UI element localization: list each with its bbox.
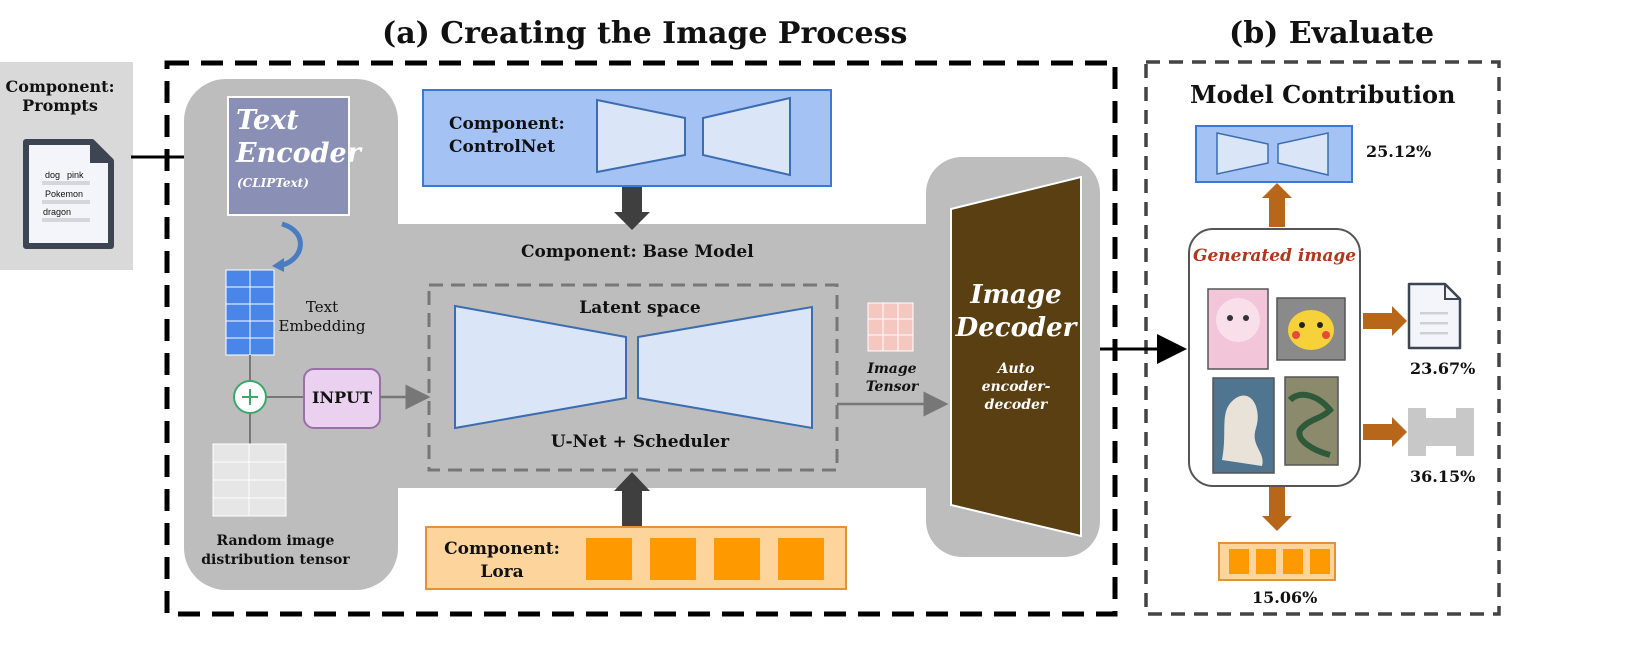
title-creating-image-process: (a) Creating the Image Process <box>382 16 908 51</box>
creating-process-border <box>164 60 1118 617</box>
unet-encoder-shape <box>454 304 627 430</box>
controlnet-label: Component: ControlNet <box>449 114 565 157</box>
random-tensor-grid <box>212 443 287 517</box>
text-encoder-subtitle: (CLIPText) <box>237 176 309 190</box>
pct-prompts: 23.67% <box>1410 359 1476 378</box>
text-embedding-grid <box>225 269 275 356</box>
lora-block <box>714 538 760 580</box>
image-decoder-shape <box>950 175 1082 538</box>
generated-image-label: Generated image <box>1192 246 1357 266</box>
unet-label: U-Net + Scheduler <box>550 432 730 452</box>
prompt-word: dragon <box>43 207 72 217</box>
arrow-lora-up <box>614 472 650 491</box>
base-model-label: Component: Base Model <box>521 242 754 262</box>
lora-block <box>650 538 696 580</box>
arrow-right-base <box>1392 417 1407 447</box>
image-decoder-subtitle: Auto encoder-decoder <box>981 361 1051 413</box>
controlnet-decoder-shape <box>702 96 791 177</box>
lora-box <box>425 526 847 590</box>
prompt-word: Pokemon <box>45 189 84 199</box>
arrow-controlnet-down <box>614 212 650 230</box>
title-evaluate: (b) Evaluate <box>1229 16 1435 51</box>
arrow-up-controlnet <box>1262 183 1292 198</box>
unet-decoder-shape <box>637 305 813 430</box>
evaluate-border <box>1144 60 1501 616</box>
latent-space-box <box>427 283 839 472</box>
curved-arrow-icon <box>277 221 303 269</box>
image-tensor-label: Image Tensor <box>865 361 919 395</box>
prompts-label: Component: Prompts <box>5 77 115 115</box>
random-tensor-label: Random image distribution tensor <box>201 533 350 568</box>
prompt-word: dog <box>45 170 61 180</box>
lora-block <box>586 538 632 580</box>
text-encoder-title: Text Encoder <box>236 105 361 169</box>
model-contribution-heading: Model Contribution <box>1190 80 1456 109</box>
text-encoder-box <box>227 96 350 216</box>
prompt-document-icon <box>23 139 114 249</box>
input-label: INPUT <box>312 388 372 407</box>
pct-lora: 15.06% <box>1252 588 1318 607</box>
text-embedding-label: Text Embedding <box>278 298 366 335</box>
input-box <box>303 368 381 429</box>
arrow-right-prompts <box>1392 306 1407 336</box>
prompt-word: pink <box>67 170 84 180</box>
pct-base-model: 36.15% <box>1410 467 1476 486</box>
arrow-down-lora <box>1262 516 1292 531</box>
eval-base-model-icon <box>1408 408 1474 456</box>
controlnet-encoder-shape <box>596 98 686 174</box>
eval-document-icon <box>1407 282 1462 350</box>
pct-controlnet: 25.12% <box>1366 142 1432 161</box>
latent-space-label: Latent space <box>579 298 701 318</box>
image-decoder-title: Image Decoder <box>955 280 1077 343</box>
lora-block <box>778 538 824 580</box>
lora-label: Component: Lora <box>444 539 560 582</box>
image-tensor-grid <box>867 302 914 352</box>
